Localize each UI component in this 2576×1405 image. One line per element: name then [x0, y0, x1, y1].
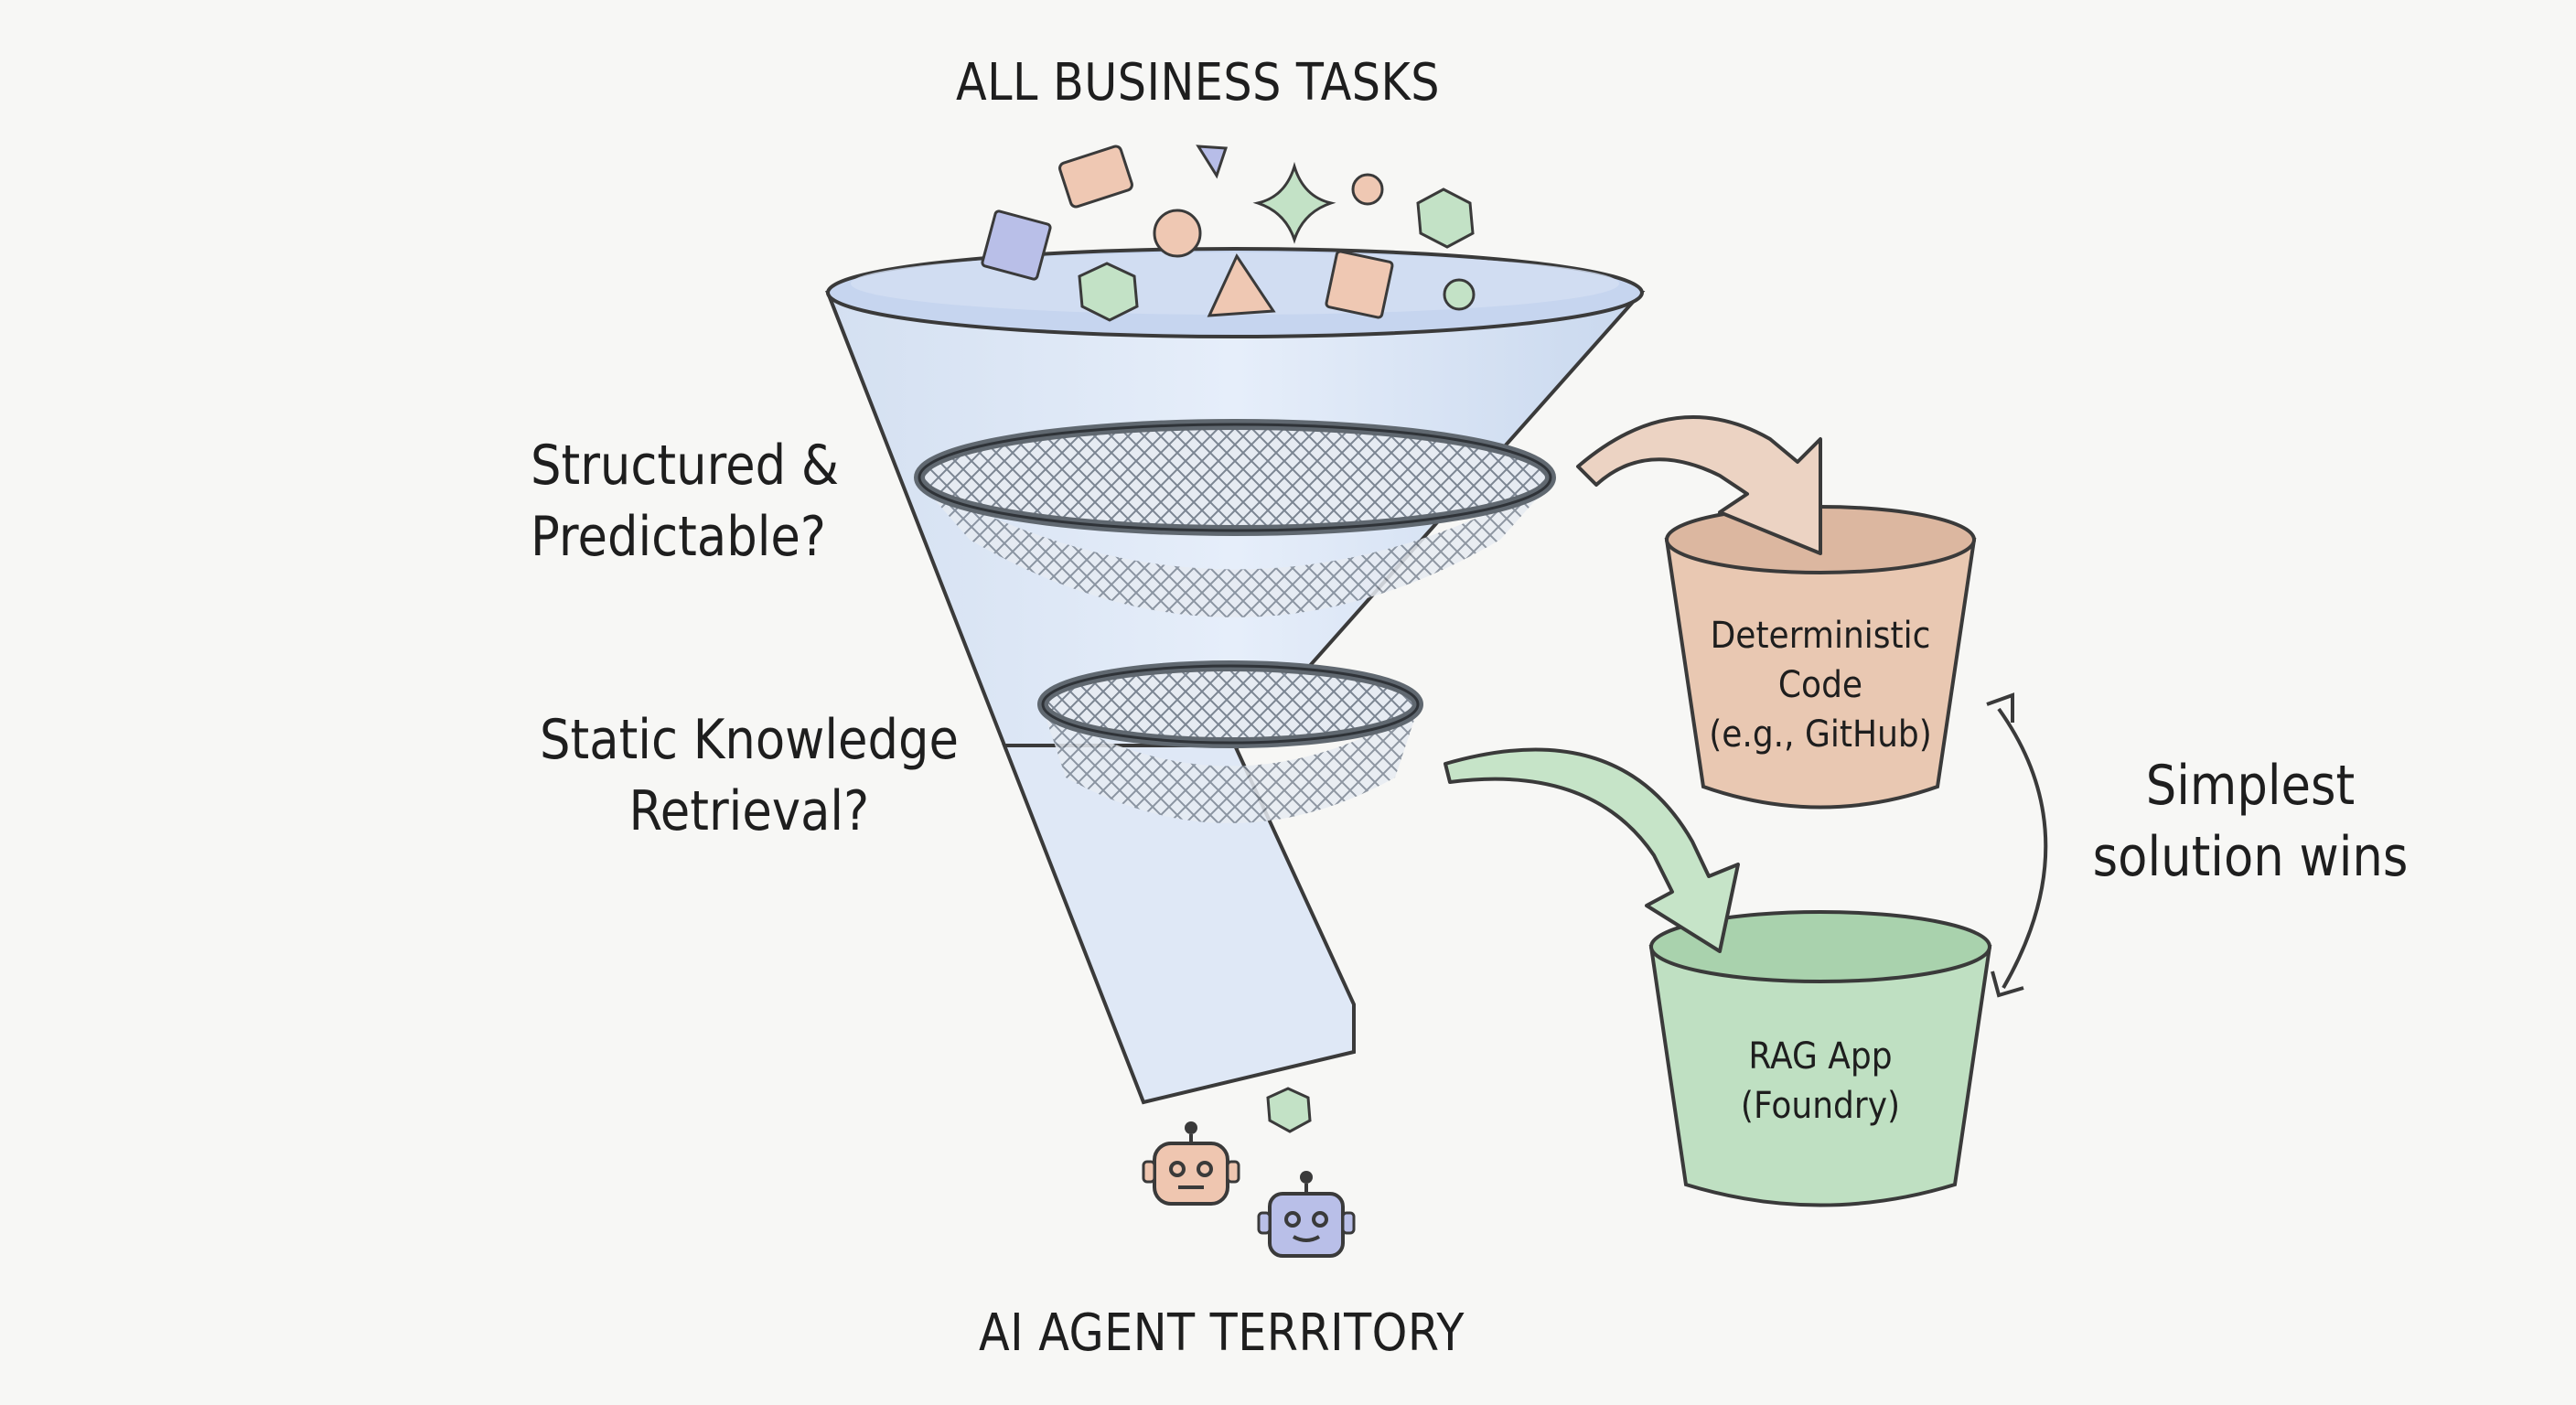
arrow-to-deterministic: [1576, 415, 1822, 555]
shape-circle-icon: [1443, 278, 1476, 311]
filter-structured: [914, 419, 1556, 617]
arrow-to-rag: [1444, 747, 1740, 953]
shape-hexagon-icon: [1416, 188, 1475, 249]
filter-question-structured: Structured & Predictable?: [531, 430, 839, 573]
shape-triangle-icon: [1207, 252, 1276, 317]
shape-hexagon-icon: [1078, 262, 1139, 322]
bottom-label: AI AGENT TERRITORY: [979, 1303, 1465, 1363]
shape-circle-icon: [1351, 173, 1384, 206]
bucket-label-line: Deterministic: [1710, 615, 1931, 657]
bucket-label-line: (e.g., GitHub): [1709, 713, 1932, 756]
bucket-label-rag: RAG App (Foundry): [1697, 1032, 1944, 1131]
filter-question-line: Predictable?: [531, 505, 826, 569]
filter-question-line: Retrieval?: [628, 779, 870, 843]
task-shapes: [981, 145, 1476, 1133]
bucket-label-line: Code: [1777, 664, 1863, 706]
filter-question-retrieval: Static Knowledge Retrieval?: [540, 704, 959, 847]
side-note-line: Simplest: [2145, 754, 2356, 818]
robot-icon: [1257, 1171, 1356, 1258]
shape-square-icon: [1325, 250, 1394, 319]
shape-square-icon: [981, 209, 1052, 281]
filter-retrieval: [1037, 660, 1423, 823]
bucket-rag: [1648, 910, 1992, 1207]
double-arrow-icon: [1986, 692, 2048, 998]
side-note: Simplest solution wins: [2073, 750, 2427, 893]
top-label: ALL BUSINESS TASKS: [956, 53, 1441, 113]
shape-triangle-icon: [1196, 145, 1229, 179]
bucket-label-deterministic: Deterministic Code (e.g., GitHub): [1697, 611, 1944, 759]
filter-question-line: Structured &: [531, 434, 840, 498]
bucket-label-line: RAG App: [1748, 1035, 1893, 1078]
shape-star-icon: [1252, 161, 1336, 244]
shape-hexagon-icon: [1266, 1087, 1312, 1133]
shape-circle-icon: [1153, 209, 1202, 258]
filter-question-line: Static Knowledge: [540, 708, 960, 772]
side-note-line: solution wins: [2092, 825, 2409, 889]
robot-icon: [1142, 1121, 1240, 1206]
shape-square-icon: [1058, 145, 1133, 209]
bucket-label-line: (Foundry): [1740, 1085, 1901, 1127]
